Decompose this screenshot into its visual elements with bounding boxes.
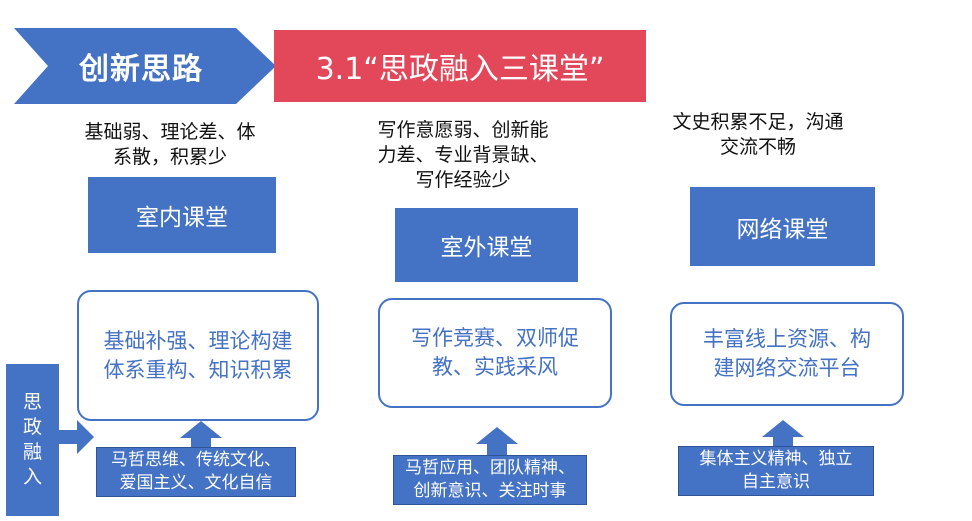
section-chevron xyxy=(14,28,276,104)
problem-text-3: 文史积累不足，沟通 交流不畅 xyxy=(660,110,856,160)
problem-line: 写作意愿弱、创新能 xyxy=(377,119,549,141)
method-line: 建网络交流平台 xyxy=(713,356,861,380)
method-line: 教、实践采风 xyxy=(432,355,558,379)
element-line: 创新意识、关注时事 xyxy=(413,481,567,501)
element-line: 集体主义精神、独立 xyxy=(699,449,853,469)
ideological-elements-3: 集体主义精神、独立 自主意识 xyxy=(678,446,874,496)
problem-line: 文史积累不足，沟通 xyxy=(672,111,844,133)
method-box-3: 丰富线上资源、构 建网络交流平台 xyxy=(670,302,904,406)
problem-line: 力差、专业背景缺、 xyxy=(377,144,549,166)
ideological-elements-2: 马哲应用、团队精神、 创新意识、关注时事 xyxy=(393,455,587,505)
side-label-char: 政 xyxy=(22,416,42,438)
problem-line: 交流不畅 xyxy=(719,136,796,158)
problem-line: 系散，积累少 xyxy=(112,146,227,168)
side-label-char: 融 xyxy=(22,441,42,463)
problem-text-1: 基础弱、理论差、体 系散，积累少 xyxy=(60,120,280,170)
section-label: 创新思路 xyxy=(79,52,203,87)
element-line: 马哲思维、传统文化、 xyxy=(111,450,281,470)
arrow-up-icon xyxy=(762,420,804,450)
classroom-box-online: 网络课堂 xyxy=(690,187,875,266)
problem-line: 写作经验少 xyxy=(415,169,511,191)
page-title: 3.1“思政融入三课堂” xyxy=(274,30,646,102)
arrow-right-icon xyxy=(59,420,94,454)
side-label-box: 思 政 融 入 xyxy=(6,364,59,516)
method-line: 丰富线上资源、构 xyxy=(703,327,871,351)
element-line: 马哲应用、团队精神、 xyxy=(405,458,575,478)
element-line: 自主意识 xyxy=(742,472,810,492)
method-line: 体系重构、知识积累 xyxy=(103,357,293,382)
element-line: 爱国主义、文化自信 xyxy=(119,473,273,493)
method-line: 基础补强、理论构建 xyxy=(103,328,293,353)
problem-line: 基础弱、理论差、体 xyxy=(84,121,256,143)
method-box-1: 基础补强、理论构建 体系重构、知识积累 xyxy=(77,290,319,421)
side-label-char: 思 xyxy=(22,391,42,413)
classroom-box-indoor: 室内课堂 xyxy=(88,177,276,253)
classroom-box-outdoor: 室外课堂 xyxy=(395,208,578,282)
method-line: 写作竞赛、双师促 xyxy=(411,326,579,350)
arrow-up-icon xyxy=(476,427,518,457)
chevron-arrow-shape xyxy=(14,28,276,104)
arrow-up-icon xyxy=(180,421,222,451)
method-box-2: 写作竞赛、双师促 教、实践采风 xyxy=(378,298,612,408)
problem-text-2: 写作意愿弱、创新能 力差、专业背景缺、 写作经验少 xyxy=(352,118,574,193)
side-label-char: 入 xyxy=(22,466,42,488)
ideological-elements-1: 马哲思维、传统文化、 爱国主义、文化自信 xyxy=(96,447,296,497)
